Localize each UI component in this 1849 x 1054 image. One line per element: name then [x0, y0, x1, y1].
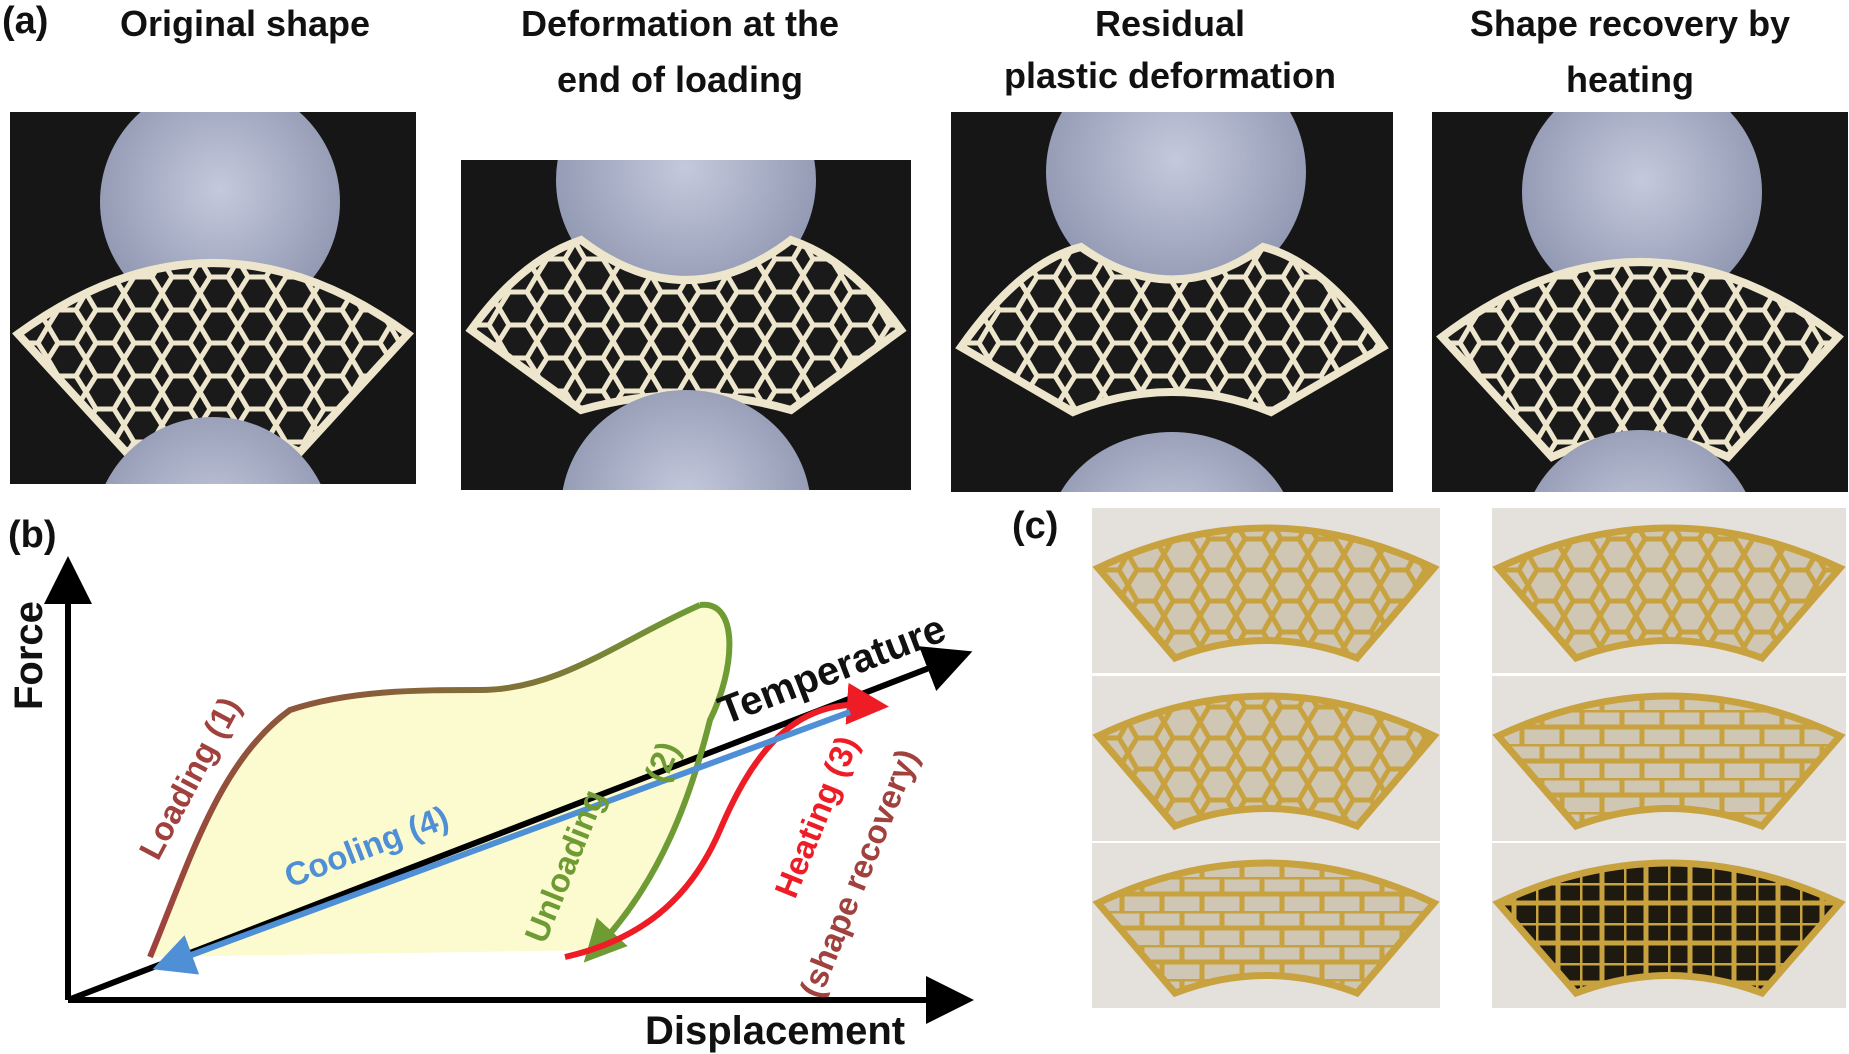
panel-label-b: (b): [8, 514, 57, 556]
render-reentrant-honeycomb: [1492, 508, 1846, 673]
caption-deformation-loading: Deformation at the end of loading: [520, 3, 840, 100]
render-reentrant-graded: [1492, 676, 1846, 841]
hysteresis-area: [150, 604, 730, 957]
render-brick-pattern: [1092, 843, 1440, 1008]
unloading-curve: [583, 601, 733, 963]
caption-residual-deformation: Residual plastic deformation: [1003, 3, 1337, 96]
photo-residual-deformation: [951, 112, 1393, 492]
render-honeycomb-graded: [1092, 676, 1440, 841]
caption-original-shape: Original shape: [119, 3, 371, 44]
photo-original-shape: [10, 112, 416, 484]
photo-shape-recovery: [1432, 112, 1848, 492]
cooling-line: [152, 709, 852, 975]
photo-deformation-loading: [461, 160, 911, 490]
force-label: Force: [7, 601, 51, 710]
displacement-label: Displacement: [645, 1009, 905, 1053]
render-cross-lattice: [1492, 843, 1846, 1008]
force-displacement-temperature-diagram: Force Displacement Temperature Loading (…: [7, 556, 974, 1053]
panel-label-c: (c): [1012, 505, 1059, 547]
panel-label-a: (a): [2, 0, 49, 42]
heating-curve: [564, 682, 889, 960]
render-honeycomb-regular: [1092, 508, 1440, 673]
loading-curve: [147, 602, 702, 959]
caption-shape-recovery: Shape recovery by heating: [1469, 3, 1791, 100]
